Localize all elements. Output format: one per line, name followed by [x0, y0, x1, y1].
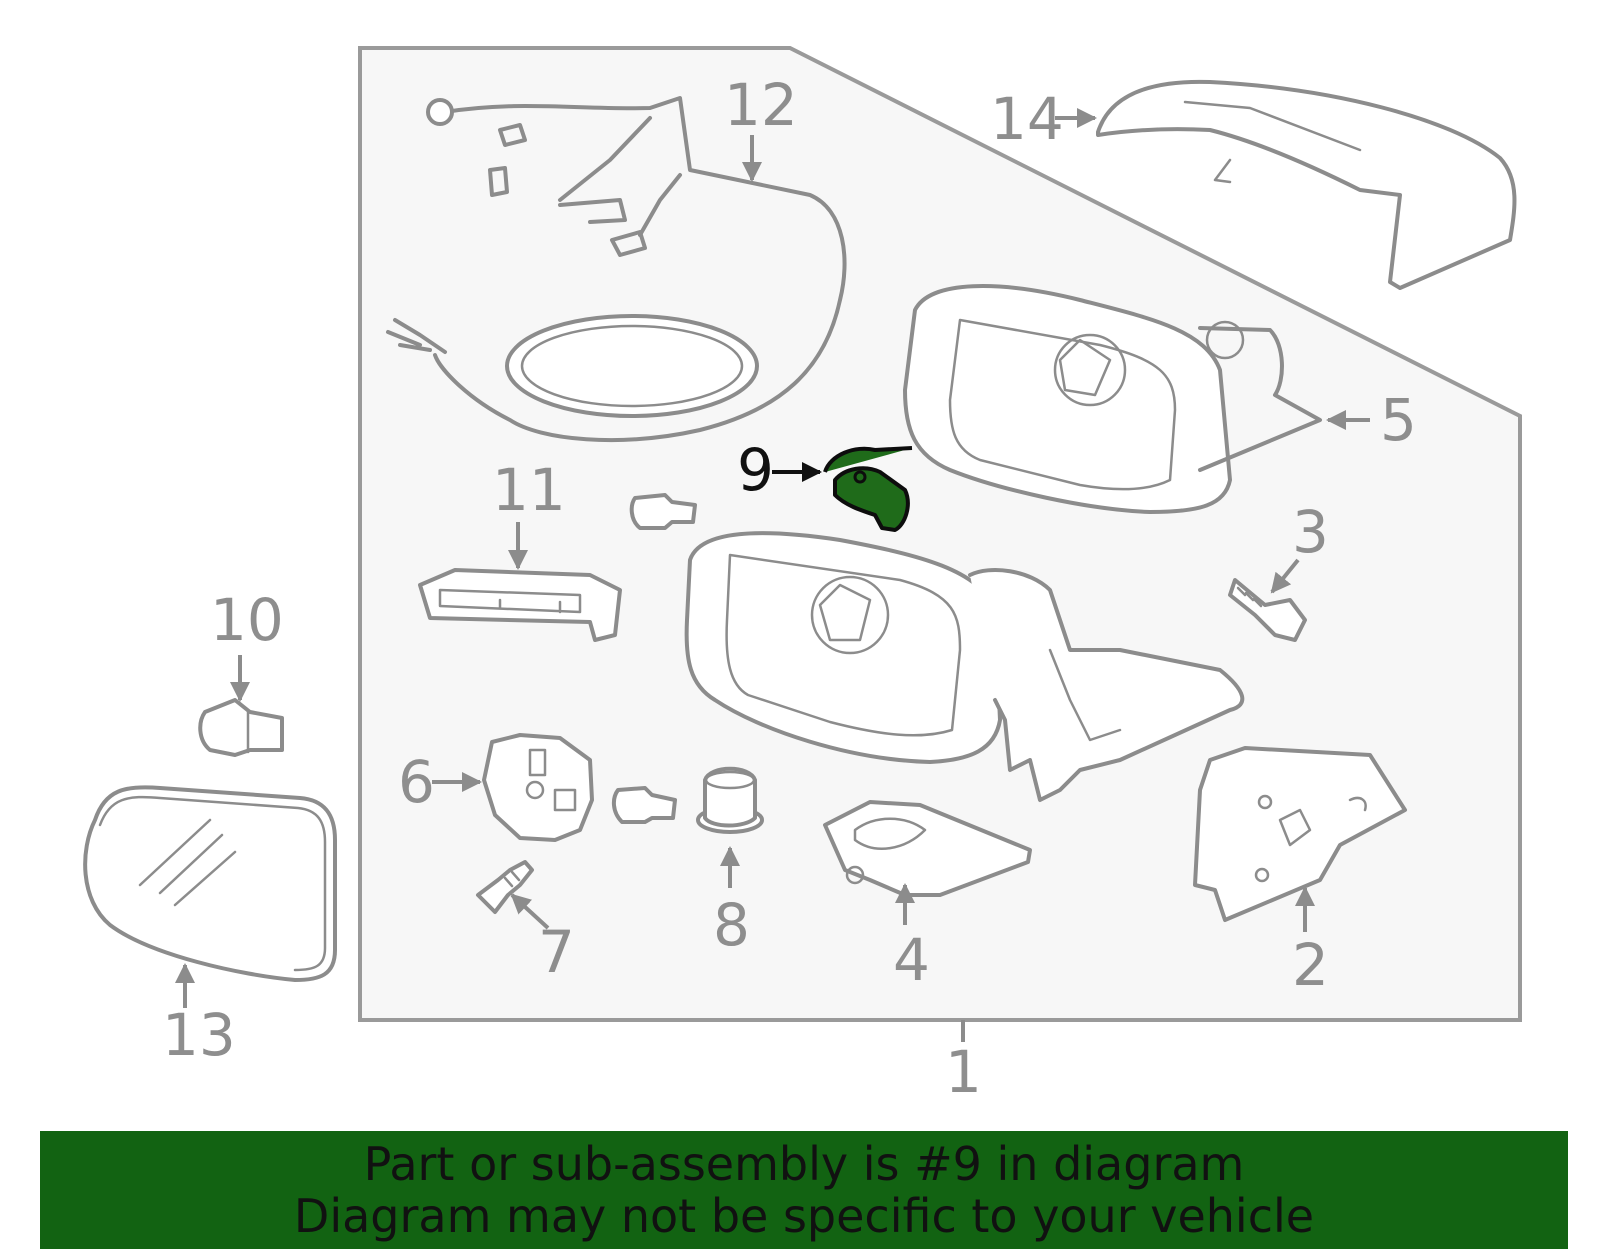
lower-cover-part-2	[1193, 746, 1407, 922]
callout-3-arrow	[1270, 558, 1300, 594]
callout-10: 10	[210, 586, 284, 654]
screw-part-3	[1228, 578, 1307, 642]
callout-3: 3	[1292, 498, 1329, 566]
motor-bracket-part-9	[823, 446, 913, 532]
callout-14: 14	[990, 85, 1064, 153]
bulb-small-lower	[611, 786, 677, 824]
disclaimer-banner: Part or sub-assembly is #9 in diagram Di…	[40, 1131, 1568, 1249]
callout-8: 8	[713, 891, 750, 959]
mirror-glass-part-13	[83, 785, 337, 982]
callout-5: 5	[1380, 386, 1417, 454]
screw-part-7	[476, 860, 534, 914]
callout-11: 11	[492, 456, 566, 524]
turn-signal-part-11	[418, 568, 622, 642]
motor-plate-part-6	[482, 733, 594, 842]
bulb-small-upper	[629, 493, 697, 530]
upper-housing-part-5	[903, 284, 1322, 514]
callout-12: 12	[724, 71, 798, 139]
banner-line-disclaimer: Diagram may not be specific to your vehi…	[293, 1189, 1315, 1243]
callout-1: 1	[945, 1038, 982, 1106]
callout-7-arrow	[510, 893, 550, 930]
callout-7: 7	[538, 918, 575, 986]
mirror-base-assembly	[684, 531, 1245, 802]
callout-13: 13	[162, 1001, 236, 1069]
bulb-part-10	[198, 698, 284, 757]
callout-6: 6	[398, 748, 435, 816]
banner-line-part: Part or sub-assembly is #9 in diagram	[363, 1137, 1245, 1191]
wiring-harness-part-12	[386, 96, 847, 443]
callout-4: 4	[893, 926, 930, 994]
socket-part-8	[696, 766, 764, 834]
mirror-cap-part-14	[1096, 79, 1517, 290]
callout-9: 9	[737, 436, 774, 504]
puddle-lamp-part-4	[823, 800, 1032, 897]
callout-2: 2	[1292, 931, 1329, 999]
